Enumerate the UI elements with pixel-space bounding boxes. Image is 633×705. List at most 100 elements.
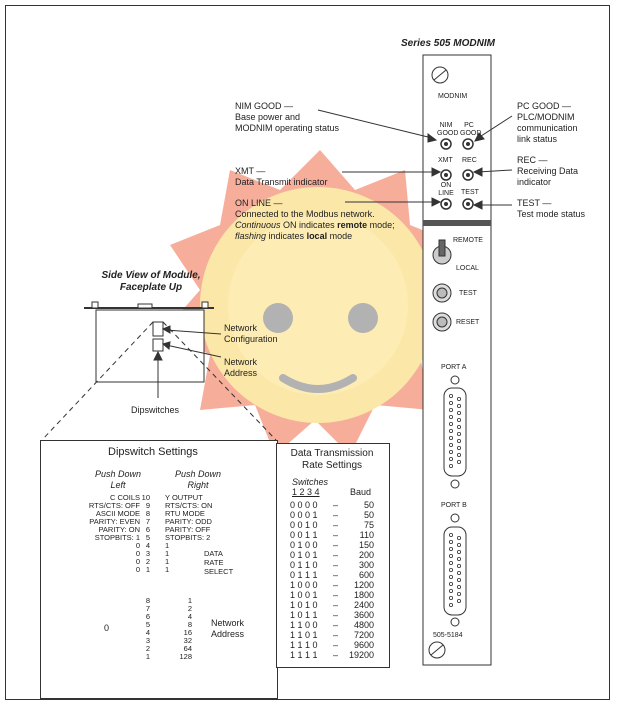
rate-switches-header: Switches — [292, 477, 329, 487]
led-label-nim-good: NIM GOOD — [437, 122, 459, 137]
callout-rec-title: REC — — [517, 155, 548, 165]
rate-dash: – — [333, 510, 339, 520]
side-view-title: Side View of Module, Faceplate Up — [101, 270, 201, 293]
rate-baud-header: Baud — [350, 487, 372, 497]
rate-settings-panel — [276, 443, 390, 668]
rate-baud: 600 — [358, 570, 374, 580]
rate-bits: 1 0 0 0 — [290, 580, 318, 590]
rate-dash: – — [333, 520, 339, 530]
rate-dash: – — [333, 560, 339, 570]
rate-dash: – — [333, 640, 339, 650]
rate-baud: 7200 — [353, 630, 374, 640]
config-right-labels: Y OUTPUT RTS/CTS: ON RTU MODE PARITY: OD… — [165, 493, 213, 574]
rate-dash: – — [333, 540, 339, 550]
callout-nim-good-line1: Base power and — [235, 112, 301, 122]
rate-row: 0 0 0 1 – 50 — [290, 510, 382, 520]
led-label-rec: REC — [462, 157, 477, 164]
rate-baud: 4800 — [353, 620, 374, 630]
rate-bits: 1 0 0 1 — [290, 590, 318, 600]
rate-row: 1 0 1 0 – 2400 — [290, 600, 382, 610]
rate-row: 1 1 0 0–4800 — [290, 620, 382, 630]
callout-pc-good: PC GOOD — PLC/MODNIM communication link … — [517, 101, 607, 145]
rate-bits: 1 1 0 0 — [290, 620, 318, 630]
rate-title: Data Transmission Rate Settings — [290, 448, 374, 471]
rate-baud: 50 — [363, 510, 374, 520]
rate-dash: – — [333, 630, 339, 640]
callout-on-line-line2: Continuous ON indicates remote mode; — [235, 220, 395, 230]
callout-xmt: XMT — Data Transmit indicator — [235, 166, 328, 188]
rate-dash: – — [333, 570, 339, 580]
network-address-label: Network Address — [211, 618, 245, 639]
smiley-sun — [165, 150, 465, 455]
rate-baud: 300 — [358, 560, 374, 570]
rate-bits: 1 1 0 1 — [290, 630, 318, 640]
button-label-test: TEST — [459, 290, 477, 297]
rate-baud: 150 — [358, 540, 374, 550]
callout-nim-good-title: NIM GOOD — — [235, 101, 293, 111]
dipswitch-settings-panel — [40, 440, 278, 699]
rate-baud: 110 — [359, 530, 374, 540]
button-label-reset: RESET — [456, 319, 480, 326]
callout-xmt-title: XMT — — [235, 166, 266, 176]
rate-row: 1 0 1 1 – 3600 — [290, 610, 382, 620]
rate-row: 0 1 1 0–300 — [290, 560, 382, 570]
rate-dash: – — [333, 650, 339, 660]
rate-row: 0 0 1 1 – 110 — [290, 530, 382, 540]
rate-baud: 50 — [363, 500, 374, 510]
switch-label-local: LOCAL — [456, 265, 479, 272]
rate-baud: 200 — [358, 550, 374, 560]
callout-rec-line1: Receiving Data — [517, 166, 579, 176]
rate-baud: 2400 — [353, 600, 374, 610]
rate-bits: 1 0 1 1 — [290, 610, 318, 620]
config-left-labels: C COILS RTS/CTS: OFF ASCII MODE PARITY: … — [88, 493, 140, 574]
rate-baud: 3600 — [353, 610, 374, 620]
rate-row: 1 0 0 1–1800 — [290, 590, 382, 600]
rate-switch-numbers: 1 2 3 4 — [292, 487, 320, 497]
module-title: Series 505 MODNIM — [401, 38, 495, 49]
led-label-xmt: XMT — [438, 157, 453, 164]
callout-test-line1: Test mode status — [517, 209, 586, 219]
rate-row: 0 1 0 0–150 — [290, 540, 382, 550]
rate-dash: – — [333, 500, 339, 510]
led-label-on-line: ON LINE — [438, 182, 454, 197]
callout-on-line-line1: Connected to the Modbus network. — [235, 209, 375, 219]
rate-bits: 0 1 1 1 — [290, 570, 318, 580]
rate-bits: 1 0 1 0 — [290, 600, 318, 610]
rate-dash: – — [333, 530, 339, 540]
data-rate-select-label: DATA RATE SELECT — [204, 549, 234, 576]
rate-baud: 1200 — [353, 580, 374, 590]
rate-row: 1 1 1 0–9600 — [290, 640, 382, 650]
faceplate-label: MODNIM — [438, 93, 468, 100]
rate-dash: – — [333, 600, 339, 610]
port-b-label: PORT B — [441, 502, 467, 509]
callout-pc-good-line1: PLC/MODNIM — [517, 112, 575, 122]
callout-rec-line2: indicator — [517, 177, 552, 187]
switch-label-remote: REMOTE — [453, 237, 483, 244]
rate-baud: 9600 — [353, 640, 374, 650]
callout-pc-good-title: PC GOOD — — [517, 101, 572, 111]
port-a-label: PORT A — [441, 364, 467, 371]
rate-bits: 0 0 1 1 — [290, 530, 318, 540]
callout-on-line: ON LINE — Connected to the Modbus networ… — [235, 198, 425, 242]
push-down-right: Push Down Right — [174, 469, 222, 490]
side-view-network-address: Network Address — [224, 357, 258, 378]
rate-bits: 0 0 0 1 — [290, 510, 318, 520]
rate-bits: 0 0 0 0 — [290, 500, 318, 510]
rate-dash: – — [333, 580, 339, 590]
rate-row: 0 0 1 0–75 — [290, 520, 382, 530]
address-zero: 0 — [104, 623, 110, 633]
callout-nim-good-line2: MODNIM operating status — [235, 123, 340, 133]
callout-test-title: TEST — — [517, 198, 552, 208]
callout-test: TEST — Test mode status — [517, 198, 607, 220]
led-label-test: TEST — [461, 189, 479, 196]
part-number: 505-5184 — [433, 632, 463, 639]
rate-bits: 0 0 1 0 — [290, 520, 318, 530]
rate-dash: – — [333, 610, 339, 620]
rate-row: 0 1 0 1–200 — [290, 550, 382, 560]
rate-row: 1 1 1 1–19200 — [290, 650, 382, 660]
rate-row: 1 1 0 1 – 7200 — [290, 630, 382, 640]
rate-bits: 1 1 1 1 — [290, 650, 318, 660]
